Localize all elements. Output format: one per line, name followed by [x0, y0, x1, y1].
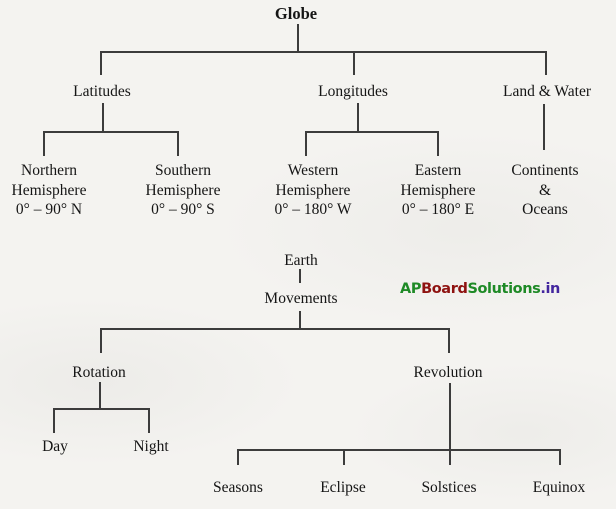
node-line: Southern	[155, 162, 211, 179]
node-line: Continents	[511, 162, 579, 179]
connector-line	[299, 269, 301, 283]
node-line: Hemisphere	[275, 181, 351, 199]
node-night: Night	[133, 438, 169, 455]
node-line: Hemisphere	[145, 181, 221, 199]
node-eastern-hemisphere: Eastern Hemisphere 0° – 180° E	[401, 161, 476, 220]
connector-line	[449, 383, 451, 465]
connector-line	[237, 449, 559, 451]
watermark-segment: AP	[400, 281, 422, 297]
watermark-segment: Board	[421, 281, 468, 297]
node-earth: Earth	[284, 252, 318, 269]
connector-line	[559, 449, 561, 465]
node-continents-oceans: Continents & Oceans	[511, 161, 578, 220]
connector-line	[353, 51, 355, 75]
node-line: Oceans	[522, 201, 568, 218]
connector-line	[305, 131, 307, 156]
connector-line	[437, 131, 439, 156]
node-line: Hemisphere	[11, 181, 87, 199]
connector-line	[299, 311, 301, 328]
connector-line	[148, 408, 150, 433]
connector-line	[448, 328, 450, 353]
connector-line	[297, 24, 299, 51]
connector-line	[305, 131, 437, 133]
node-line: Northern	[21, 162, 77, 179]
connector-line	[100, 328, 102, 353]
connector-line	[53, 408, 55, 433]
node-eclipse: Eclipse	[320, 479, 366, 496]
node-globe: Globe	[274, 4, 318, 23]
watermark-apboardsolutions: APBoardSolutions.in	[400, 281, 560, 297]
node-solstices: Solstices	[421, 479, 477, 496]
connector-line	[100, 328, 448, 330]
connector-line	[177, 131, 179, 156]
watermark-segment: .in	[540, 281, 560, 297]
node-southern-hemisphere: Southern Hemisphere 0° – 90° S	[146, 161, 221, 220]
connector-line	[100, 51, 102, 75]
node-line: 0° – 180° W	[274, 201, 352, 218]
node-rotation: Rotation	[72, 364, 126, 381]
node-line: &	[538, 181, 552, 199]
node-line: Western	[287, 162, 339, 179]
node-longitudes: Longitudes	[318, 83, 388, 100]
connector-line	[43, 131, 45, 156]
connector-line	[343, 449, 345, 465]
node-day: Day	[42, 438, 68, 455]
connector-line	[543, 104, 545, 150]
node-line: 0° – 90° N	[15, 201, 83, 218]
node-equinox: Equinox	[532, 479, 586, 496]
connector-line	[545, 51, 547, 75]
node-northern-hemisphere: Northern Hemisphere 0° – 90° N	[12, 161, 87, 220]
node-movements: Movements	[264, 290, 338, 307]
node-line: 0° – 180° E	[401, 201, 475, 218]
node-seasons: Seasons	[213, 479, 263, 496]
node-latitudes: Latitudes	[73, 83, 131, 100]
node-line: Hemisphere	[400, 181, 476, 199]
connector-line	[99, 382, 101, 408]
connector-line	[53, 408, 148, 410]
connector-line	[100, 51, 546, 53]
connector-line	[102, 103, 104, 131]
node-land-water: Land & Water	[503, 83, 591, 100]
node-line: 0° – 90° S	[151, 201, 215, 218]
connector-line	[357, 103, 359, 131]
connector-line	[43, 131, 177, 133]
node-revolution: Revolution	[413, 364, 483, 381]
node-line: Eastern	[414, 162, 462, 179]
watermark-segment: Solutions	[467, 281, 541, 297]
connector-line	[237, 449, 239, 465]
node-western-hemisphere: Western Hemisphere 0° – 180° W	[274, 161, 351, 220]
